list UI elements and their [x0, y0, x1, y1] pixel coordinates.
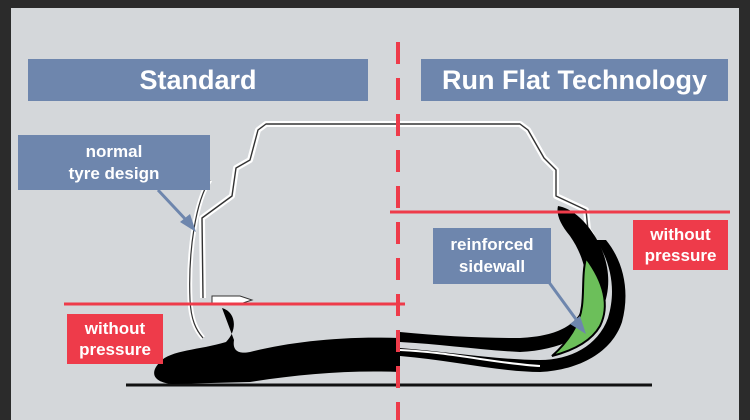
standard-flat-tyre [154, 308, 400, 384]
reinforced-sidewall-label: reinforced sidewall [450, 235, 534, 276]
runflat-header: Run Flat Technology [421, 59, 728, 101]
runflat-pressure-label: without pressure [644, 225, 717, 265]
normal-design-callout: normal tyre design [18, 135, 210, 190]
runflat-tyre [400, 206, 609, 352]
reinforced-sidewall-callout: reinforced sidewall [433, 228, 551, 284]
standard-header: Standard [28, 59, 368, 101]
normal-design-label: normal tyre design [68, 141, 160, 183]
standard-pressure-label: without pressure [79, 319, 151, 359]
standard-pressure-callout: without pressure [67, 314, 163, 364]
normal-design-pointer [156, 188, 190, 224]
runflat-pressure-callout: without pressure [633, 220, 728, 270]
reinforced-sidewall-insert [551, 255, 606, 357]
